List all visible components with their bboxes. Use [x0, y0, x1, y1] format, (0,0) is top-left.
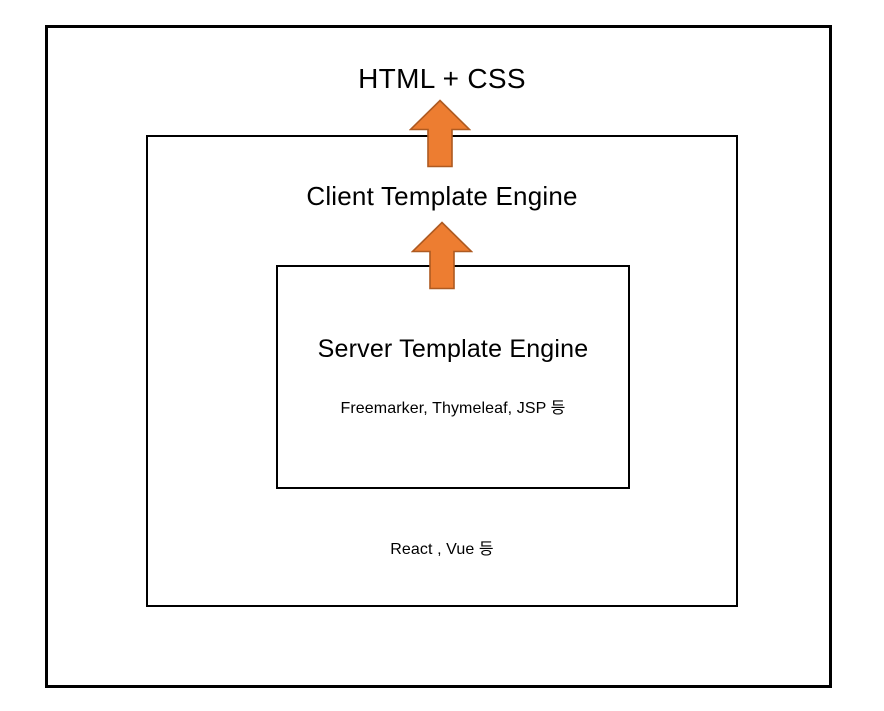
outer-container-box [45, 25, 832, 688]
server-template-engine-box [276, 265, 630, 489]
html-css-output-label: HTML + CSS [358, 63, 526, 94]
up-arrow-icon-to-html-css [409, 99, 471, 168]
server-template-engine-examples-label: Freemarker, Thymeleaf, JSP 등 [340, 400, 566, 417]
client-template-engine-label: Client Template Engine [306, 181, 578, 211]
client-template-engine-examples-label: React , Vue 등 [390, 541, 494, 558]
up-arrow-icon-to-client-template-engine [411, 221, 473, 290]
server-template-engine-label: Server Template Engine [317, 335, 589, 363]
